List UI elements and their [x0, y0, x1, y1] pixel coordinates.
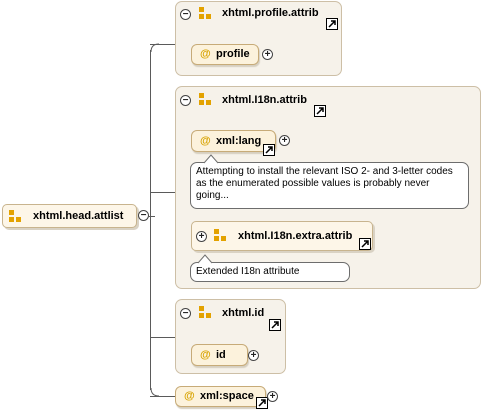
open-reference-icon[interactable] — [359, 238, 371, 250]
annotation-note: Attempting to install the relevant ISO 2… — [190, 162, 469, 209]
open-reference-icon[interactable] — [256, 397, 268, 409]
attribute-group-icon — [214, 229, 228, 243]
open-reference-icon[interactable] — [314, 105, 326, 117]
group-title: xhtml.profile.attrib — [222, 7, 319, 19]
group-profile-attrib: − xhtml.profile.attrib @ profile + — [175, 1, 342, 76]
attribute-at-icon: @ — [184, 390, 195, 402]
open-reference-icon[interactable] — [263, 144, 275, 156]
attribute-label: profile — [216, 48, 250, 60]
annotation-pointer — [198, 254, 212, 264]
tree-connector-trunk — [150, 50, 151, 390]
group-xhtml-id: − xhtml.id @ id + — [175, 299, 286, 374]
attribute-expand-toggle[interactable]: + — [267, 391, 278, 402]
attribute-expand-toggle[interactable]: + — [248, 350, 259, 361]
attribute-group-icon — [199, 306, 213, 320]
attribute-group-icon — [199, 7, 213, 21]
open-reference-icon[interactable] — [269, 319, 281, 331]
group-title: xhtml.I18n.attrib — [222, 94, 307, 106]
tree-connector-branch-3 — [150, 337, 175, 338]
tree-connector-branch-2 — [150, 192, 175, 193]
attribute-label: xml:space — [200, 390, 254, 402]
attribute-expand-toggle[interactable]: + — [262, 49, 273, 60]
attribute-at-icon: @ — [200, 48, 211, 60]
open-reference-icon[interactable] — [326, 18, 338, 30]
tree-connector-branch-1 — [150, 44, 175, 45]
subgroup-expand-toggle[interactable]: + — [196, 231, 207, 242]
attribute-at-icon: @ — [200, 349, 211, 361]
attribute-xml-space[interactable]: @ xml:space — [175, 386, 268, 409]
subgroup-title: xhtml.I18n.extra.attrib — [238, 230, 353, 242]
subgroup-i18n-extra-attrib[interactable]: + xhtml.I18n.extra.attrib — [191, 221, 373, 251]
annotation-pointer — [204, 154, 218, 164]
group-collapse-toggle[interactable]: − — [180, 9, 191, 20]
attribute-xml-lang[interactable]: @ xml:lang — [191, 130, 276, 156]
attribute-expand-toggle[interactable]: + — [279, 135, 290, 146]
root-element-node[interactable]: xhtml.head.attlist — [2, 204, 137, 228]
group-title: xhtml.id — [222, 307, 265, 319]
attribute-id[interactable]: @ id — [191, 344, 248, 366]
tree-connector-root — [149, 216, 155, 217]
group-i18n-attrib: − xhtml.I18n.attrib @ xml:lang + Attempt… — [175, 86, 481, 289]
attribute-group-icon — [199, 93, 213, 107]
attribute-at-icon: @ — [200, 135, 211, 147]
annotation-note: Extended I18n attribute — [190, 262, 350, 282]
group-collapse-toggle[interactable]: − — [180, 95, 191, 106]
root-element-label: xhtml.head.attlist — [33, 210, 124, 222]
root-collapse-toggle[interactable]: − — [138, 210, 149, 221]
attribute-label: id — [216, 349, 226, 361]
attribute-profile[interactable]: @ profile — [191, 44, 259, 65]
group-collapse-toggle[interactable]: − — [180, 308, 191, 319]
tree-connector-branch-4 — [150, 396, 175, 397]
attribute-label: xml:lang — [216, 135, 262, 147]
element-group-icon — [9, 210, 23, 224]
